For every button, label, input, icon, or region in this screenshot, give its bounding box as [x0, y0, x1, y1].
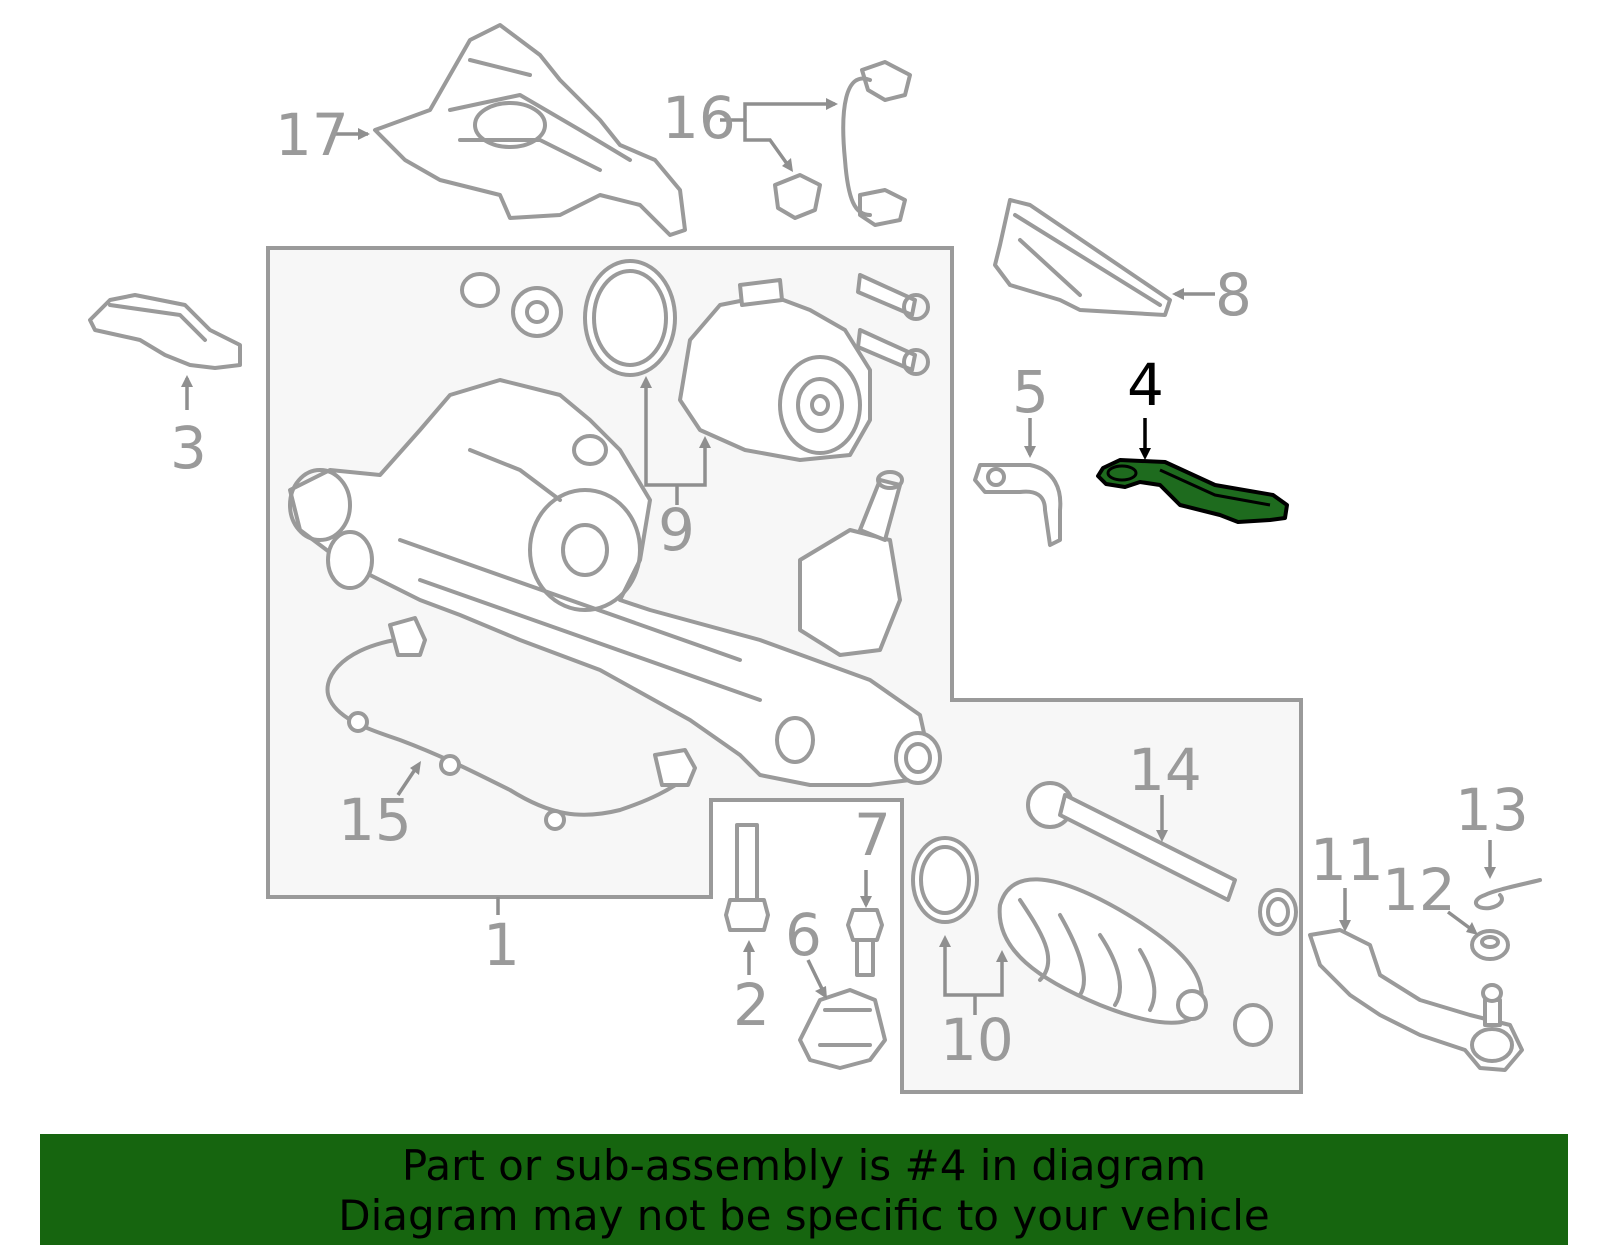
banner-line-1: Part or sub-assembly is #4 in diagram — [401, 1141, 1207, 1190]
callout-1: 1 — [483, 911, 520, 979]
callout-16: 16 — [662, 84, 736, 152]
callout-8: 8 — [1215, 261, 1252, 329]
part-7-bolt[interactable] — [846, 908, 884, 977]
part-3-bracket[interactable] — [88, 293, 242, 370]
callout-9: 9 — [658, 496, 695, 564]
part-1-steering-gear[interactable] — [288, 378, 942, 787]
parts-diagram: 17 16 8 3 5 4 9 15 1 2 7 6 10 14 11 12 1… — [88, 23, 1542, 1094]
callout-7: 7 — [854, 801, 891, 869]
callout-17: 17 — [275, 101, 349, 169]
part-13-cotter-pin[interactable] — [1474, 878, 1542, 911]
callout-2: 2 — [733, 971, 770, 1039]
part-8-cover[interactable] — [993, 198, 1172, 317]
callout-labels: 17 16 8 3 5 4 9 15 1 2 7 6 10 14 11 12 1… — [170, 84, 1529, 1074]
part-15-wire-harness[interactable] — [325, 616, 697, 831]
callout-4: 4 — [1127, 351, 1164, 419]
part-11-tie-rod-end[interactable] — [1308, 928, 1524, 1072]
callout-3: 3 — [170, 414, 207, 482]
part-6-mount[interactable] — [798, 988, 887, 1070]
part-5-clip[interactable] — [973, 463, 1063, 547]
banner-line-2: Diagram may not be specific to your vehi… — [338, 1191, 1270, 1240]
part-2-bolt[interactable] — [724, 823, 770, 932]
callout-14: 14 — [1128, 736, 1202, 804]
part-14-tie-rod[interactable] — [1026, 781, 1298, 936]
callout-10: 10 — [940, 1006, 1014, 1074]
callout-12: 12 — [1382, 856, 1456, 924]
part-4-bracket-highlighted[interactable] — [1096, 458, 1289, 524]
callout-5: 5 — [1012, 358, 1049, 426]
callout-13: 13 — [1455, 776, 1529, 844]
callout-15: 15 — [338, 786, 412, 854]
leader-lines — [181, 98, 1496, 1015]
part-9-motor-assembly[interactable] — [460, 259, 930, 462]
part-16-sensor-cable[interactable] — [773, 60, 912, 227]
part-12-nut[interactable] — [1470, 929, 1510, 961]
info-banner: Part or sub-assembly is #4 in diagram Di… — [40, 1134, 1568, 1245]
callout-11: 11 — [1310, 826, 1384, 894]
callout-6: 6 — [785, 901, 822, 969]
part-10-boot-kit[interactable] — [911, 836, 1273, 1047]
part-17-shield[interactable] — [373, 23, 687, 237]
